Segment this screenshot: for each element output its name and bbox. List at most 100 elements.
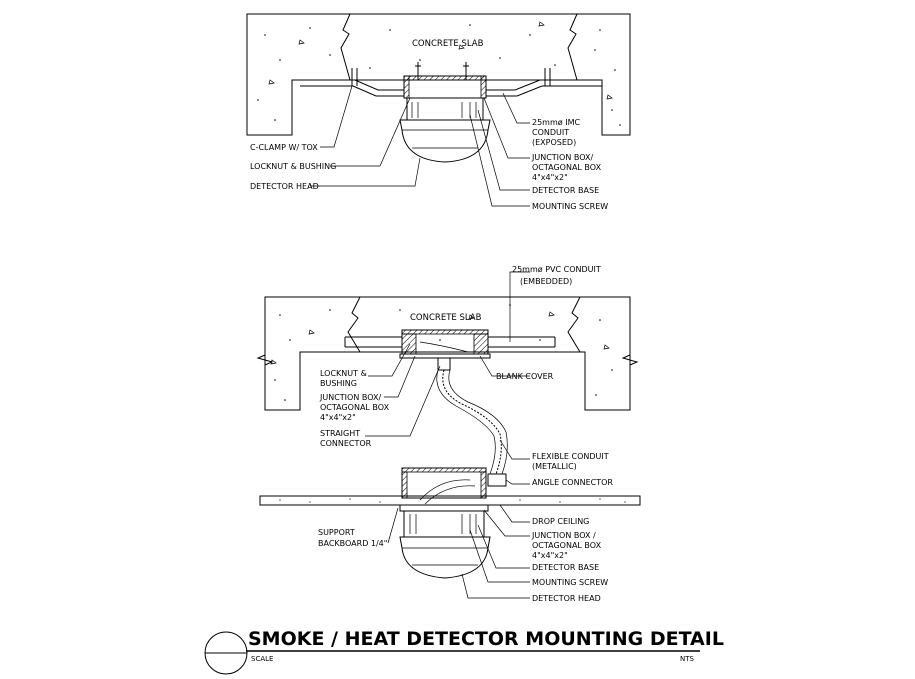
bottom-blank-cover [399,353,491,359]
bottom-flexible-conduit [442,369,502,475]
bottom-angle-connector [487,473,507,487]
bottom-label-detector-head: DETECTOR HEAD [532,594,601,603]
top-junction-box-top [403,75,487,81]
top-slab-break-right [567,13,578,81]
bottom-label-support-backboard-2: BACKBOARD 1/4" [318,539,387,548]
bottom-leader-junction-box-right [483,509,530,537]
bottom-drop-ceiling [259,495,641,506]
bottom-label-junction-box-2: OCTAGONAL BOX [320,403,390,412]
bottom-label-drop-ceiling: DROP CEILING [532,517,589,526]
bottom-slab-aggregate [270,304,613,401]
drawing-title: SMOKE / HEAT DETECTOR MOUNTING DETAIL [248,628,724,650]
bottom-leader-detector-head [461,573,530,599]
bottom-junction-box-bushing-left [401,333,417,355]
top-slab-aggregate [257,21,621,126]
bottom-junction-box-top [401,329,489,335]
bottom-straight-connector [437,357,451,371]
bottom-leader-detector-base [477,524,530,569]
bottom-drop-ceiling-texture [279,498,626,503]
bottom-flexible-conduit-edge-a [436,369,496,475]
scale-value: NTS [680,655,695,663]
bottom-label-angle-connector: ANGLE CONNECTOR [532,478,613,487]
top-label-detector-head: DETECTOR HEAD [250,182,319,191]
title-block: SMOKE / HEAT DETECTOR MOUNTING DETAIL SC… [204,628,724,675]
bottom-label-junction-box-3: 4"x4"x2" [320,413,356,422]
bottom-label-straight-connector-2: CONNECTOR [320,439,372,448]
bottom-leader-pvc [509,271,530,342]
bottom-label-pvc-2: (EMBEDDED) [520,277,572,286]
top-leader-locknut [330,97,411,167]
top-label-conduit-2: CONDUIT [532,128,569,137]
bottom-ceiling-junction-box-wall-right [480,471,487,499]
bottom-detector-head-rings [402,547,488,566]
top-leader-c-clamp [320,85,353,148]
bottom-pvc-conduit [344,336,556,348]
bottom-detail: CONCRETE SLAB [256,265,641,603]
bottom-label-flexible-conduit-1: FLEXIBLE CONDUIT [532,452,609,461]
bottom-leader-angle-connector [505,479,530,485]
top-leader-mounting-screw [469,114,530,207]
bottom-label-junction-box-right-1: JUNCTION BOX / [531,531,596,540]
bottom-ceiling-junction-box-wall-left [401,471,408,499]
top-leader-junction-box [483,97,530,159]
bottom-leader-junction-box [384,355,416,398]
bottom-ceiling-wires [419,479,476,505]
top-conduit-right [486,79,602,97]
bottom-label-locknut-1: LOCKNUT & [320,369,367,378]
bottom-slab-break-side-left [256,354,274,366]
top-clamp-right [544,68,551,86]
bottom-leader-straight-connector [365,365,441,437]
scale-label: SCALE [251,655,273,663]
top-label-c-clamp: C-CLAMP W/ TOX [250,143,318,152]
bottom-slab-break-left [347,296,361,353]
bottom-flexible-conduit-edge-b [448,369,508,475]
bottom-base-wires [409,514,477,534]
top-label-conduit-3: (EXPOSED) [532,138,576,147]
bottom-label-junction-box-right-3: 4"x4"x2" [532,551,568,560]
bottom-leader-blank-cover [479,355,530,377]
bottom-label-locknut-2: BUSHING [320,379,357,388]
top-detector-head [399,119,491,163]
top-slab-break-left [340,13,351,81]
top-leader-detector-head [310,157,421,187]
top-clamp-left [351,68,358,86]
bottom-leader-flexible-conduit [499,439,530,460]
top-leader-detector-base [477,109,530,191]
bottom-label-support-backboard-1: SUPPORT [318,528,355,537]
top-label-mounting-screw: MOUNTING SCREW [532,202,608,211]
bottom-label-junction-box-right-2: OCTAGONAL BOX [532,541,602,550]
top-label-junction-box-3: 4"x4"x2" [532,173,568,182]
top-label-locknut: LOCKNUT & BUSHING [250,162,336,171]
bottom-slab-label: CONCRETE SLAB [410,313,482,323]
bottom-label-detector-base: DETECTOR BASE [532,563,599,572]
top-label-detector-base: DETECTOR BASE [532,186,599,195]
bottom-label-flexible-conduit-2: (METALLIC) [532,462,577,471]
bottom-label-straight-connector-1: STRAIGHT [320,429,360,438]
bottom-leader-locknut [368,343,411,377]
bottom-label-pvc-1: 25mmø PVC CONDUIT [512,265,601,274]
top-conduit-left [300,79,404,97]
bottom-label-junction-box-1: JUNCTION BOX/ [319,393,381,402]
top-label-junction-box-2: OCTAGONAL BOX [532,163,602,172]
bottom-slab-break-side-right [621,354,639,366]
top-slab-label: CONCRETE SLAB [412,39,484,49]
top-label-conduit-1: 25mmø IMC [532,118,580,127]
bottom-junction-box-bushing-right [473,333,489,355]
bottom-label-mounting-screw: MOUNTING SCREW [532,578,608,587]
top-label-junction-box-1: JUNCTION BOX/ [531,153,593,162]
bottom-leader-mounting-screw [469,529,530,583]
top-base-wires [411,102,477,118]
top-anchor-bolts [415,62,469,80]
bottom-label-blank-cover: BLANK COVER [496,372,554,381]
bottom-support-backboard [399,504,489,512]
bottom-ceiling-junction-box-top [401,467,487,473]
bottom-leader-drop-ceiling [499,504,530,523]
top-detector-head-rings [402,129,488,149]
top-detail: CONCRETE SLAB C-CLAMP W/ TOX LOCKNUT & B… [246,13,631,211]
bottom-ceiling-junction-box [401,467,487,499]
bottom-concrete-slab [264,296,631,411]
bottom-slab-break-right [567,296,581,353]
bottom-junction-wire [419,341,469,353]
top-detector-base [406,97,484,121]
